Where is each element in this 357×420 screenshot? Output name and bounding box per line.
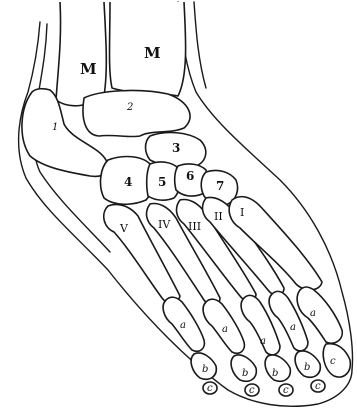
label-distal-phalanx-3: c	[283, 385, 289, 396]
label-calcaneus: 1	[52, 122, 58, 133]
label-proximal-phalanx-1: a	[310, 308, 316, 319]
label-proximal-phalanx-4: a	[222, 324, 228, 335]
label-middle-phalanx-5: b	[202, 364, 208, 375]
label-metatarsal-2: II	[214, 210, 223, 223]
label-distal-phalanx-hallux: c	[330, 356, 336, 367]
label-metatarsal-4: IV	[158, 218, 171, 231]
label-proximal-phalanx-2: a	[290, 322, 296, 333]
label-medial-cuneiform: 7	[216, 179, 224, 193]
distal-phalanx-hallux-bone	[323, 344, 350, 377]
label-middle-phalanx-4: b	[242, 368, 248, 379]
label-metatarsal-1: I	[240, 206, 244, 219]
label-distal-phalanx-4: c	[249, 385, 255, 396]
label-intermediate-cuneiform: 6	[186, 169, 194, 183]
label-middle-phalanx-2: b	[304, 362, 310, 373]
label-middle-phalanx-3: b	[272, 368, 278, 379]
label-distal-phalanx-2: c	[315, 381, 321, 392]
label-tibia: M	[144, 44, 161, 62]
label-metatarsal-5: V	[119, 222, 129, 235]
label-proximal-phalanx-3: a	[260, 336, 266, 347]
talus-bone	[83, 91, 190, 137]
label-proximal-phalanx-5: a	[180, 320, 186, 331]
label-navicular: 3	[172, 141, 180, 155]
label-cuboid: 4	[124, 175, 132, 189]
fibula-bone	[56, 2, 106, 106]
label-metatarsal-3: III	[188, 220, 201, 233]
label-lateral-cuneiform: 5	[158, 175, 166, 189]
label-talus: 2	[126, 102, 133, 113]
label-distal-phalanx-5: c	[207, 383, 213, 394]
label-fibula: M	[80, 60, 97, 78]
